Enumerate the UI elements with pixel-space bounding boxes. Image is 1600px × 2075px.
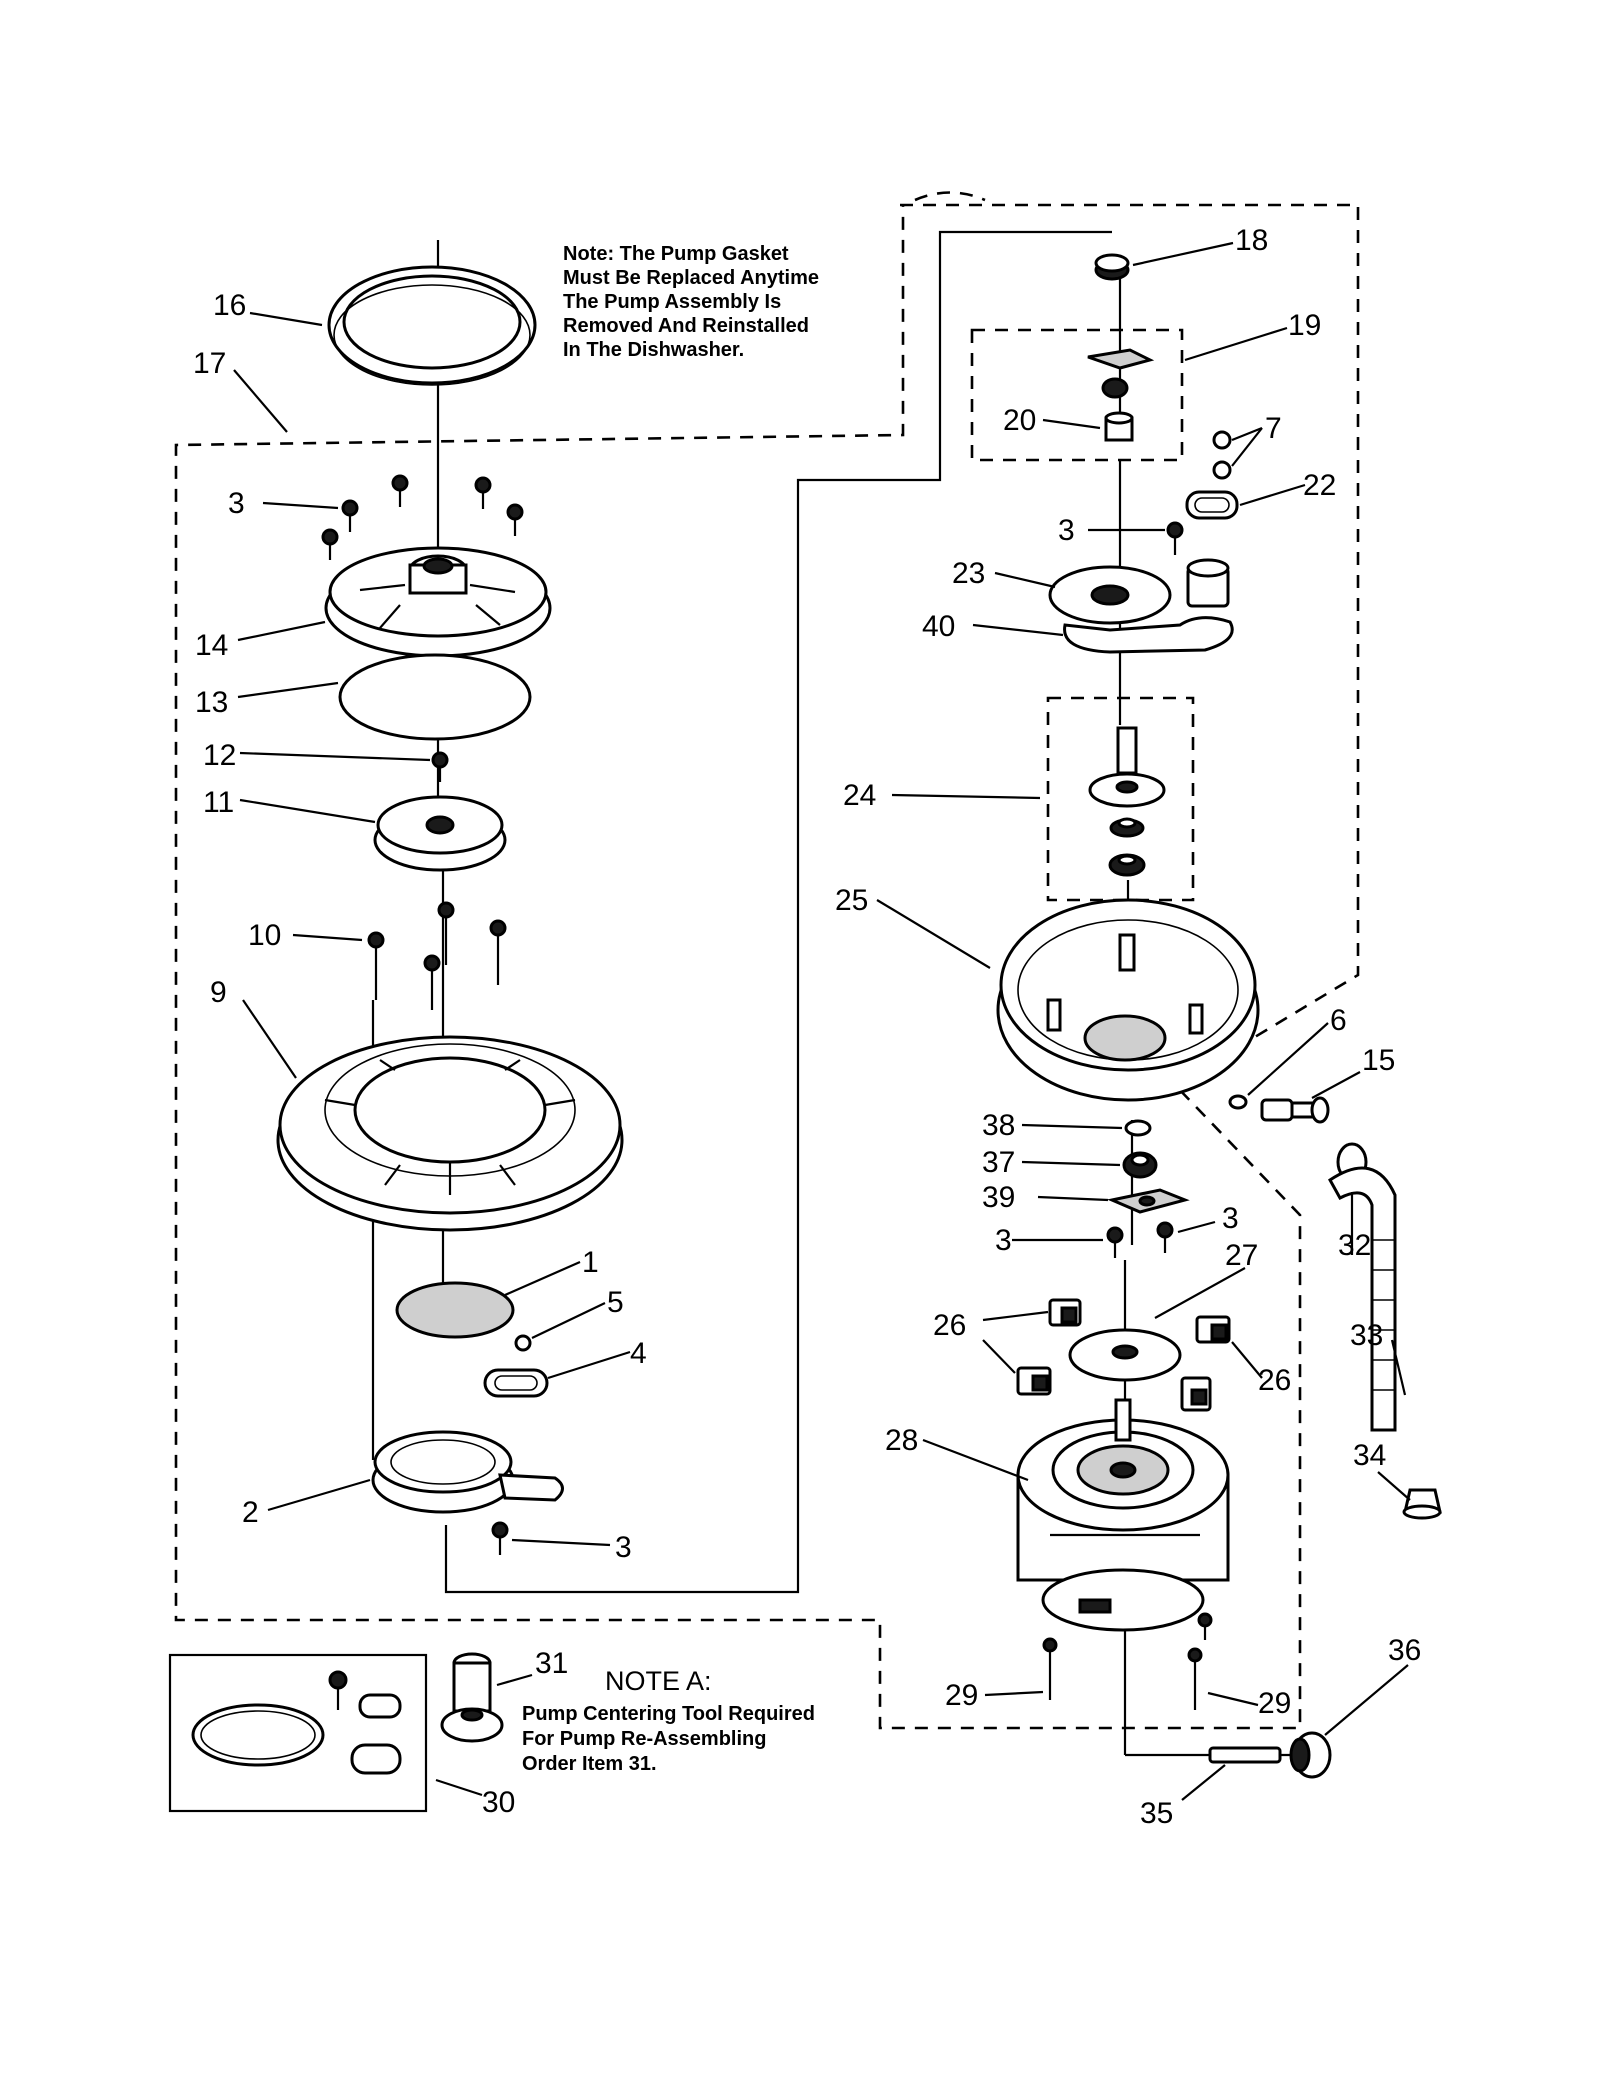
- callout-14: 14: [195, 629, 228, 662]
- callout-29: 29: [945, 1679, 978, 1712]
- callout-1: 1: [582, 1246, 599, 1279]
- note-a-line-1: Pump Centering Tool Required: [522, 1703, 815, 1725]
- callout-5: 5: [607, 1286, 624, 1319]
- part-35-probe: [1208, 1746, 1300, 1764]
- callout-27: 27: [1225, 1239, 1258, 1272]
- callout-26: 26: [1258, 1364, 1291, 1397]
- callout-40: 40: [922, 610, 955, 643]
- callout-23: 23: [952, 557, 985, 590]
- part-26-motor-mounts: [1016, 1298, 1231, 1412]
- callout-10: 10: [248, 919, 281, 952]
- callout-12: 12: [203, 739, 236, 772]
- part-9-pump-housing: [276, 1035, 624, 1232]
- gasket-note-line-3: The Pump Assembly Is: [563, 291, 781, 313]
- note-a: NOTE A: Pump Centering Tool Required For…: [522, 1666, 815, 1775]
- part-2-chopper-housing: [371, 1430, 564, 1514]
- callout-6: 6: [1330, 1004, 1347, 1037]
- callout-4: 4: [630, 1337, 647, 1370]
- callout-39: 39: [982, 1181, 1015, 1214]
- part-27-slinger: [1068, 1328, 1182, 1382]
- callout-2: 2: [242, 1496, 259, 1529]
- part-3-screws-top: [321, 474, 524, 560]
- callout-33: 33: [1350, 1319, 1383, 1352]
- part-30-kit: [168, 1653, 428, 1813]
- part-34-cap: [1402, 1488, 1442, 1520]
- note-a-title: NOTE A:: [605, 1666, 712, 1696]
- part-1-filter-screen: [395, 1281, 515, 1339]
- part-16-pump-gasket: [327, 265, 537, 386]
- part-11-impeller: [373, 795, 507, 872]
- callout-35: 35: [1140, 1797, 1173, 1830]
- callout-30: 30: [482, 1786, 515, 1819]
- part-28-motor: [1016, 1398, 1230, 1632]
- part-38-washer: [1124, 1119, 1152, 1137]
- part-37-spring: [1122, 1151, 1158, 1179]
- part-5-ball: [514, 1334, 532, 1352]
- leader-arrows: [233, 241, 1411, 1801]
- part-19-clip-spring: [1087, 348, 1155, 399]
- part-18-bushing: [1094, 253, 1130, 281]
- part-31-centering-tool: [440, 1652, 504, 1743]
- part-25-lower-housing: [996, 898, 1260, 1102]
- gasket-note-line-4: Removed And Reinstalled: [563, 315, 809, 337]
- callout-16: 16: [213, 289, 246, 322]
- part-3-screw-right-upper: [1166, 521, 1184, 555]
- part-29-screws: [1042, 1612, 1213, 1710]
- part-40-seal-plate: [1063, 616, 1234, 654]
- part-6-o-ring: [1228, 1094, 1248, 1110]
- callout-37: 37: [982, 1146, 1015, 1179]
- callout-9: 9: [210, 976, 227, 1009]
- callout-38: 38: [982, 1109, 1015, 1142]
- callout-34: 34: [1353, 1439, 1386, 1472]
- callout-18: 18: [1235, 224, 1268, 257]
- callout-19: 19: [1288, 309, 1321, 342]
- callout-3: 3: [1222, 1202, 1239, 1235]
- callout-7: 7: [1265, 412, 1282, 445]
- part-3-screws-mid-right: [1106, 1221, 1174, 1258]
- part-13-o-ring: [338, 653, 532, 741]
- part-24-shaft-assembly: [1088, 726, 1166, 877]
- callout-3: 3: [615, 1531, 632, 1564]
- part-14-pump-cover: [324, 546, 552, 658]
- callout-36: 36: [1388, 1634, 1421, 1667]
- note-a-line-2: For Pump Re-Assembling: [522, 1728, 766, 1750]
- callout-11: 11: [203, 786, 234, 819]
- part-15-fitting: [1260, 1096, 1330, 1124]
- callout-3: 3: [1058, 514, 1075, 547]
- callout-17: 17: [193, 347, 226, 380]
- callout-28: 28: [885, 1424, 918, 1457]
- callout-24: 24: [843, 779, 876, 812]
- gasket-note-line-5: In The Dishwasher.: [563, 339, 744, 361]
- callout-31: 31: [535, 1647, 568, 1680]
- part-7-balls: [1212, 430, 1232, 480]
- part-36-knob: [1289, 1731, 1332, 1779]
- part-39-bracket: [1107, 1188, 1190, 1214]
- callout-15: 15: [1362, 1044, 1395, 1077]
- part-22-gasket: [1185, 490, 1239, 520]
- part-4-gasket: [483, 1368, 549, 1398]
- gasket-note: Note: The Pump Gasket Must Be Replaced A…: [563, 243, 819, 361]
- part-33-hose: [1328, 1166, 1397, 1432]
- callout-20: 20: [1003, 404, 1036, 437]
- callout-3: 3: [228, 487, 245, 520]
- callout-25: 25: [835, 884, 868, 917]
- note-a-line-3: Order Item 31.: [522, 1753, 657, 1775]
- gasket-note-line-1: Note: The Pump Gasket: [563, 243, 789, 265]
- callout-32: 32: [1338, 1229, 1371, 1262]
- part-23-upper-cover: [1048, 558, 1230, 625]
- callout-22: 22: [1303, 469, 1336, 502]
- callout-29: 29: [1258, 1687, 1291, 1720]
- part-3-screw-bottom: [491, 1521, 509, 1555]
- part-10-bolts: [367, 901, 507, 1010]
- part-12-screw: [431, 751, 449, 782]
- callout-3: 3: [995, 1224, 1012, 1257]
- callout-labels: 16 17 3 14 13 12 11 10 9 1 5 4 2 3 31 30…: [193, 224, 1421, 1830]
- callout-13: 13: [195, 686, 228, 719]
- part-20-seal: [1104, 411, 1134, 442]
- gasket-note-line-2: Must Be Replaced Anytime: [563, 267, 819, 289]
- callout-26: 26: [933, 1309, 966, 1342]
